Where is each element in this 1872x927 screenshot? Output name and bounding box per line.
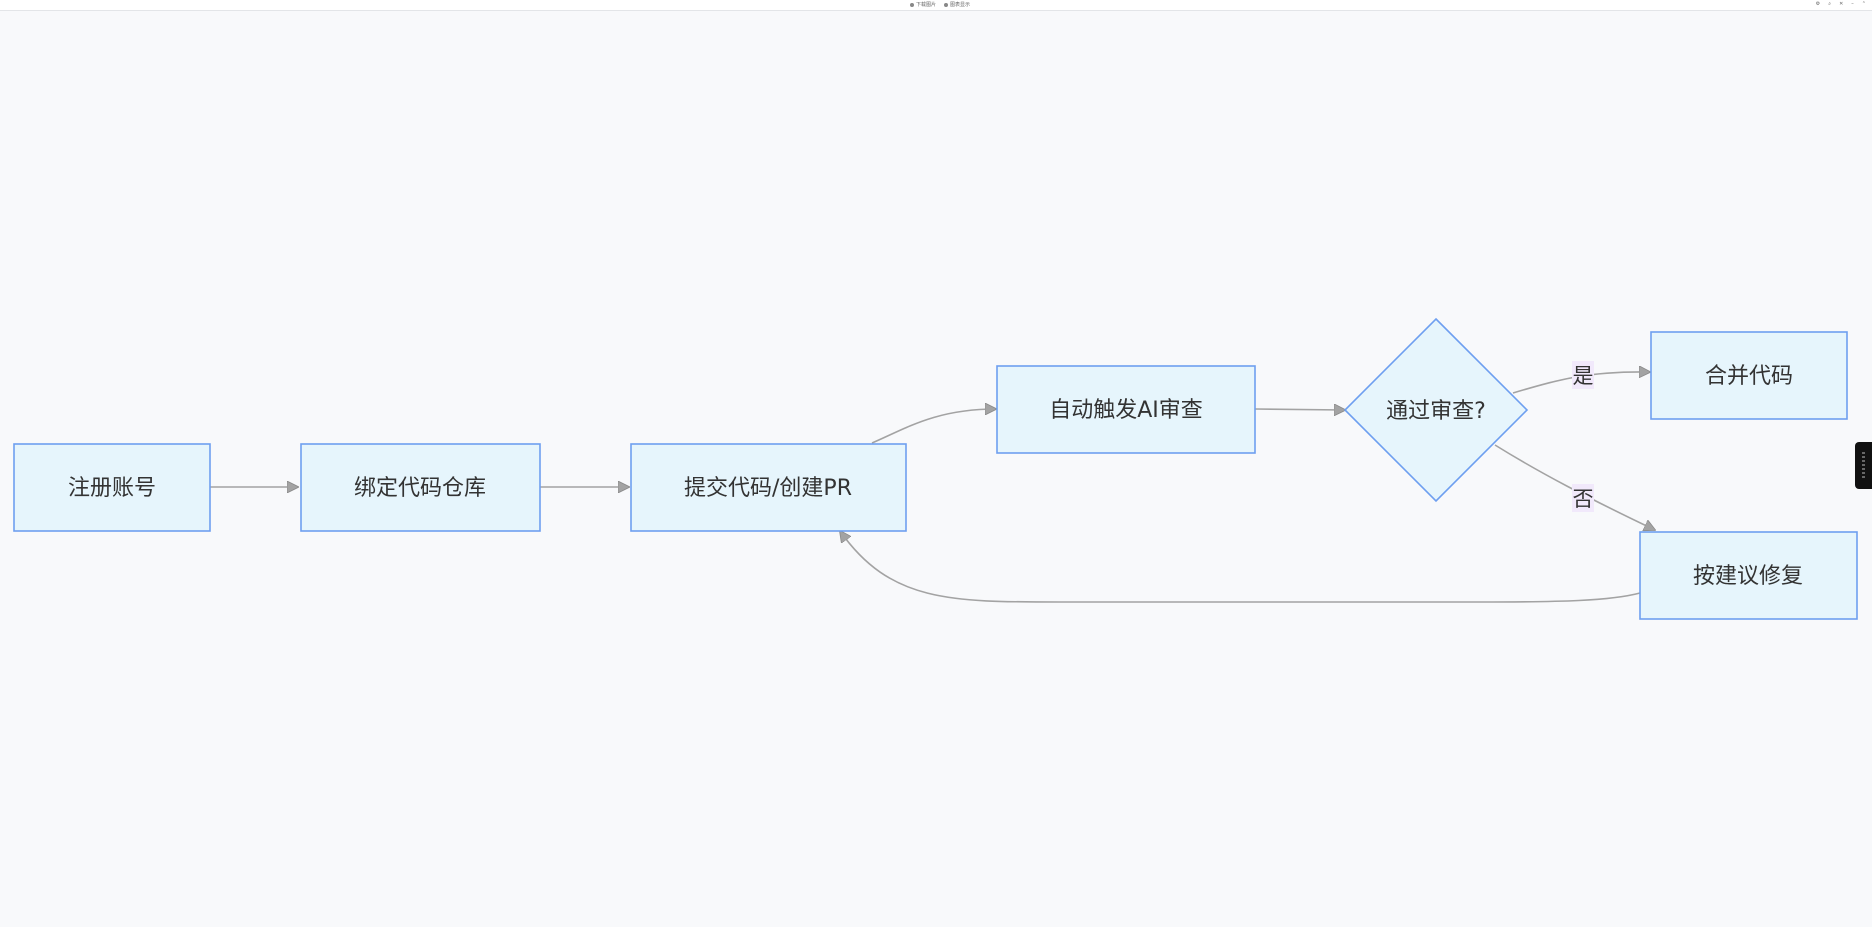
edge-review-decision xyxy=(1254,409,1345,410)
edge-decision-fix xyxy=(1494,444,1655,530)
settings-icon[interactable]: ⚙ xyxy=(1815,1,1821,7)
node-register-label: 注册账号 xyxy=(68,476,156,501)
edge-label-yes: 是 xyxy=(1572,361,1594,389)
grip-icon xyxy=(1862,452,1865,479)
expand-icon[interactable]: ⌃ xyxy=(1861,1,1866,7)
node-review[interactable]: 自动触发AI审查 xyxy=(996,365,1256,454)
download-image-tab[interactable]: 下载图片 xyxy=(910,1,936,8)
node-merge-label: 合并代码 xyxy=(1705,364,1793,389)
minimize-icon[interactable]: – xyxy=(1851,1,1854,7)
node-fix[interactable]: 按建议修复 xyxy=(1639,531,1858,620)
node-bind[interactable]: 绑定代码仓库 xyxy=(300,443,541,532)
flowchart: 是 否 注册账号 绑定代码仓库 提交代码/创建PR 自动触发AI审查 通过审查? xyxy=(13,317,1858,620)
download-icon xyxy=(910,2,914,7)
node-decision[interactable]: 通过审查? xyxy=(1343,317,1529,503)
diagram-canvas: 是 否 注册账号 绑定代码仓库 提交代码/创建PR 自动触发AI审查 通过审查? xyxy=(0,11,1872,927)
node-fix-label: 按建议修复 xyxy=(1693,564,1803,589)
node-submit[interactable]: 提交代码/创建PR xyxy=(630,443,907,532)
window-title-bar: 下载图片 图表显示 ⚙ ⌕ ✕ – ⌃ xyxy=(0,0,1872,11)
chart-display-tab[interactable]: 图表显示 xyxy=(944,1,970,8)
search-icon[interactable]: ⌕ xyxy=(1828,1,1832,7)
node-submit-label: 提交代码/创建PR xyxy=(684,476,852,501)
node-merge[interactable]: 合并代码 xyxy=(1650,331,1848,420)
side-panel-handle[interactable] xyxy=(1855,442,1872,489)
edge-label-no-text: 否 xyxy=(1573,487,1594,511)
edge-label-no: 否 xyxy=(1572,484,1594,512)
toolbar-tabs: 下载图片 图表显示 xyxy=(910,1,970,8)
node-review-label: 自动触发AI审查 xyxy=(1049,398,1203,423)
close-icon[interactable]: ✕ xyxy=(1839,1,1844,7)
chart-display-tab-label: 图表显示 xyxy=(950,2,971,8)
node-register[interactable]: 注册账号 xyxy=(13,443,211,532)
node-decision-label: 通过审查? xyxy=(1386,399,1486,424)
edge-fix-submit xyxy=(840,531,1641,603)
window-controls: ⚙ ⌕ ✕ – ⌃ xyxy=(1816,1,1866,7)
node-bind-label: 绑定代码仓库 xyxy=(354,476,486,501)
edge-submit-review xyxy=(871,409,996,444)
chart-icon xyxy=(944,2,949,7)
download-image-tab-label: 下载图片 xyxy=(916,2,937,8)
edge-label-yes-text: 是 xyxy=(1573,364,1594,388)
